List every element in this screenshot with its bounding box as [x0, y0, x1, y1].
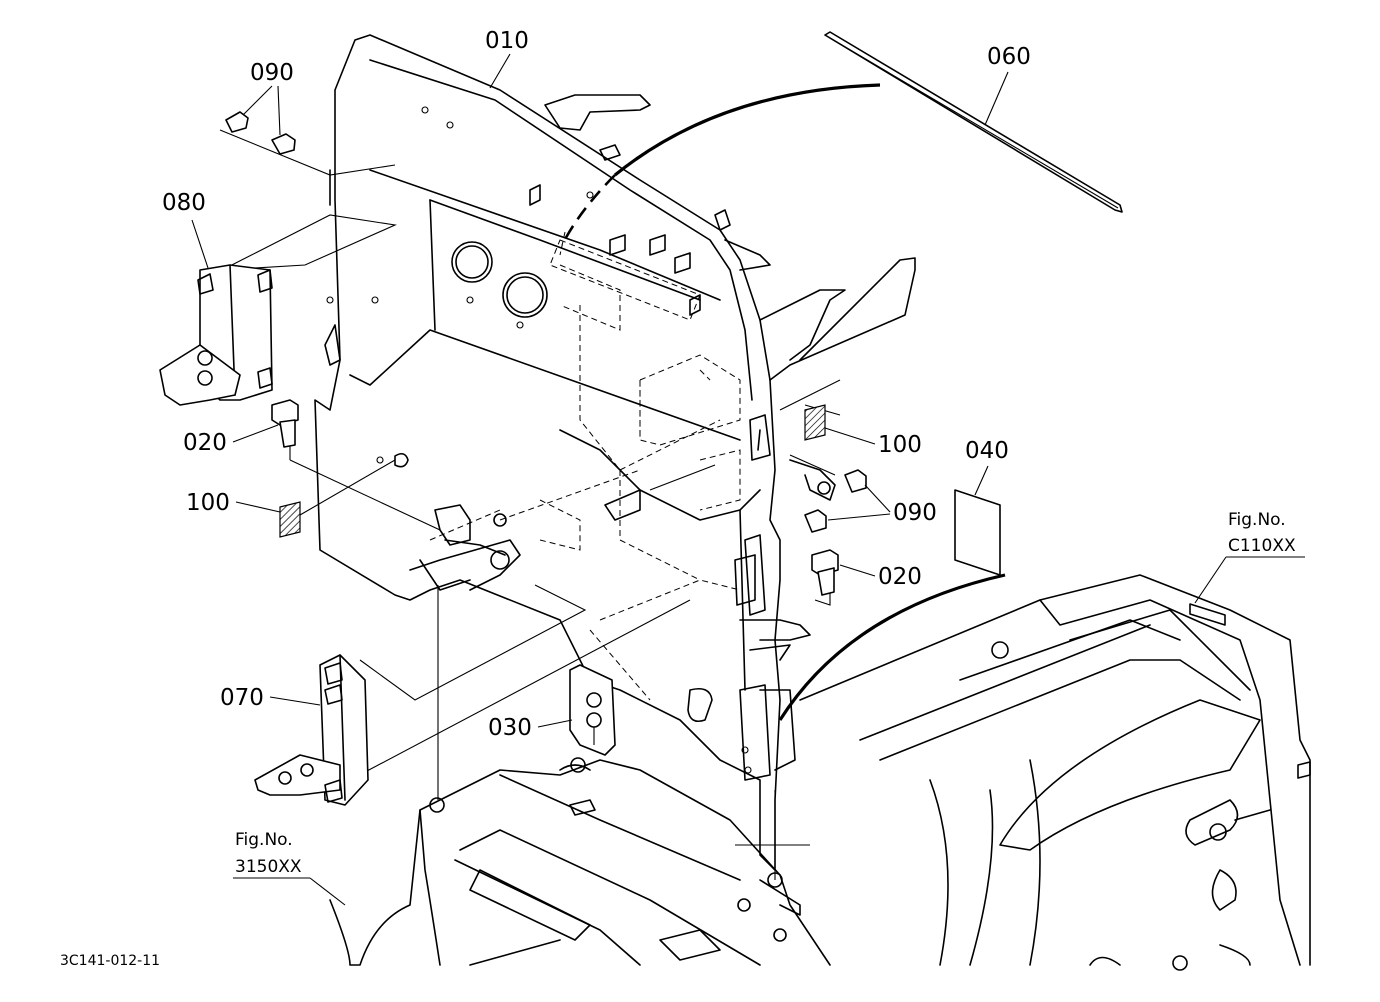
figure-ref-left: Fig.No. 3150XX	[233, 830, 346, 906]
part-labels: 010 060 090 080 020 100 100 040 090 020 …	[162, 28, 1031, 741]
label-010: 010	[485, 28, 529, 54]
plate-030	[569, 664, 616, 756]
label-090-right: 090	[893, 500, 937, 526]
hatched-pads-100	[279, 404, 826, 538]
bracket-070	[254, 654, 369, 806]
label-070: 070	[220, 685, 264, 711]
fig-ref-left-number: 3150XX	[235, 857, 302, 877]
figure-ref-right: Fig.No. C110XX	[1194, 510, 1305, 604]
label-100-right: 100	[878, 432, 922, 458]
pad-040	[954, 489, 1001, 576]
label-020-left: 020	[183, 430, 227, 456]
drawing-code: 3C141-012-11	[60, 953, 160, 969]
label-060: 060	[987, 44, 1031, 70]
bracket-080	[159, 264, 273, 406]
label-080: 080	[162, 190, 206, 216]
assembly-arrows	[560, 83, 1006, 721]
label-090-top: 090	[250, 60, 294, 86]
assembly-lines	[219, 129, 841, 880]
dash-panel-010	[314, 34, 916, 871]
fig-ref-right-heading: Fig.No.	[1228, 510, 1286, 530]
label-030: 030	[488, 715, 532, 741]
label-020-right: 020	[878, 564, 922, 590]
transmission-housing	[799, 574, 1311, 971]
fig-ref-left-heading: Fig.No.	[235, 830, 293, 850]
center-housing	[329, 757, 831, 966]
fig-ref-right-number: C110XX	[1228, 536, 1296, 556]
fasteners	[225, 111, 867, 596]
label-100-left: 100	[186, 490, 230, 516]
label-040: 040	[965, 438, 1009, 464]
strip-060	[824, 31, 1123, 213]
